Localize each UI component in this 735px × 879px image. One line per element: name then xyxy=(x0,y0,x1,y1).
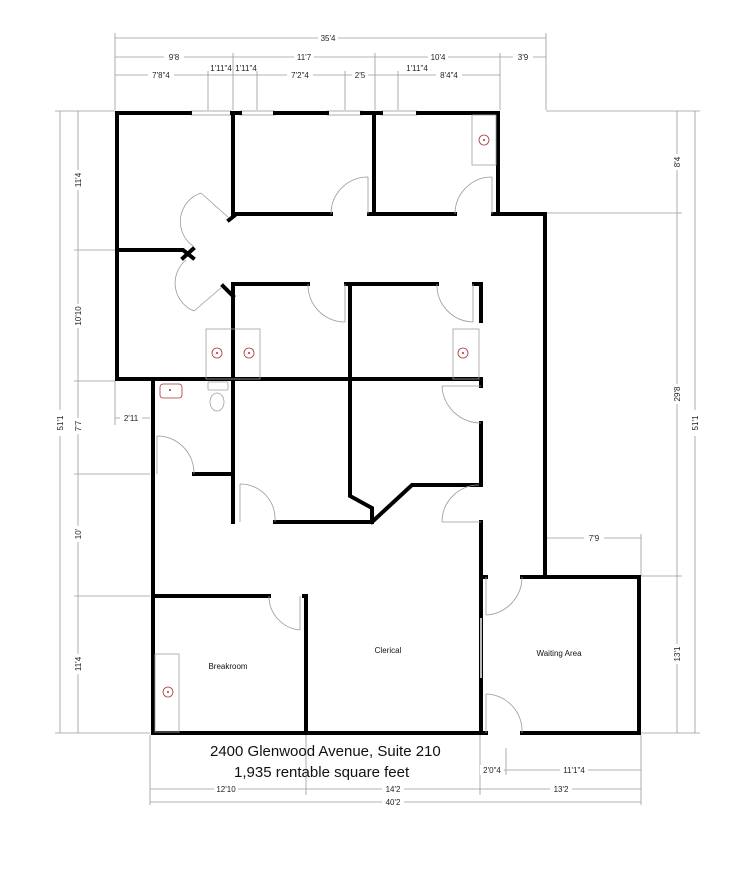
top-dimensions: 35'4 9'8 11'7 10'4 3'9 7'8"4 1'11"4 1'11… xyxy=(114,33,547,110)
toilet-tank-icon xyxy=(207,381,229,391)
sink-icon xyxy=(211,347,223,359)
bottom-dimensions: 2'0"4 11'1"4 12'10 14'2 13'2 40'2 xyxy=(149,735,642,807)
door-breakroom[interactable] xyxy=(268,595,301,631)
dim-left-seg-5: 11'4 xyxy=(74,656,83,671)
dim-left-overall: 51'1 xyxy=(56,415,65,430)
dim-top-r2-2: 11'7 xyxy=(297,53,312,62)
dim-left-seg-4: 10' xyxy=(74,528,83,539)
dim-top-r3-3: 1'11"4 xyxy=(235,64,257,73)
door-lower-office[interactable] xyxy=(239,483,276,523)
door-mid-office-2[interactable] xyxy=(436,283,474,323)
dim-bottom-r2-1: 2'0"4 xyxy=(483,766,501,775)
door-left-office[interactable] xyxy=(193,286,223,312)
dim-bottom-r1-1: 12'10 xyxy=(216,785,236,794)
dim-top-r3-7: 8'4"4 xyxy=(440,71,458,80)
door-restroom[interactable] xyxy=(156,435,195,475)
dim-right-seg-1: 8'4 xyxy=(673,156,682,167)
dim-left-offset: 2'11 xyxy=(124,414,139,423)
door-angled-office[interactable] xyxy=(441,484,481,523)
dim-top-r3-5: 2'5 xyxy=(355,71,366,80)
dim-bottom-r1-3: 13'2 xyxy=(554,785,569,794)
door-waiting-inner[interactable] xyxy=(485,576,523,616)
door-top-office-3[interactable] xyxy=(454,176,493,215)
restroom-sink-icon xyxy=(159,383,183,399)
walls xyxy=(115,111,641,735)
door-mid-office-1[interactable] xyxy=(307,283,346,323)
door-right-office[interactable] xyxy=(441,385,482,424)
door-waiting-entry[interactable] xyxy=(485,693,523,734)
sink-icon xyxy=(478,134,490,146)
dim-top-r2-3: 10'4 xyxy=(431,53,446,62)
area-subtitle: 1,935 rentable square feet xyxy=(234,764,410,781)
dim-left-seg-2: 10'10 xyxy=(74,306,83,326)
left-dimensions: 51'1 11'4 10'10 7'7 10' 11'4 2'11 xyxy=(54,110,150,734)
dim-left-seg-1: 11'4 xyxy=(74,172,83,187)
dim-bottom-r1-2: 14'2 xyxy=(386,785,401,794)
fixtures xyxy=(154,114,497,733)
dim-bottom-r2-2: 11'1"4 xyxy=(563,766,585,775)
room-label-breakroom: Breakroom xyxy=(208,662,247,671)
dim-top-r3-1: 7'8"4 xyxy=(152,71,170,80)
right-dimensions: 51'1 8'4 29'8 13'1 7'9 xyxy=(546,110,701,734)
dim-top-r2-1: 9'8 xyxy=(169,53,180,62)
sink-icon xyxy=(243,347,255,359)
sink-icon xyxy=(457,347,469,359)
dim-right-seg-2: 29'8 xyxy=(673,386,682,401)
sink-icon xyxy=(162,686,174,698)
dim-top-r3-4: 7'2"4 xyxy=(291,71,309,80)
dim-right-overall: 51'1 xyxy=(691,415,700,430)
room-label-clerical: Clerical xyxy=(375,646,402,655)
dim-right-offset: 7'9 xyxy=(589,534,600,543)
dim-top-r3-6: 1'11"4 xyxy=(406,64,428,73)
door-top-office-2[interactable] xyxy=(330,176,369,215)
doors[interactable] xyxy=(156,176,523,734)
dim-top-r3-2: 1'11"4 xyxy=(210,64,232,73)
dim-top-overall: 35'4 xyxy=(321,34,336,43)
toilet-icon xyxy=(209,392,225,412)
dim-bottom-overall: 40'2 xyxy=(386,798,401,807)
room-label-waiting-area: Waiting Area xyxy=(536,649,582,658)
dim-left-seg-3: 7'7 xyxy=(74,420,83,431)
dim-right-seg-3: 13'1 xyxy=(673,646,682,661)
dim-top-r2-4: 3'9 xyxy=(518,53,529,62)
address-title: 2400 Glenwood Avenue, Suite 210 xyxy=(210,743,441,760)
door-nw-office[interactable] xyxy=(200,192,230,219)
